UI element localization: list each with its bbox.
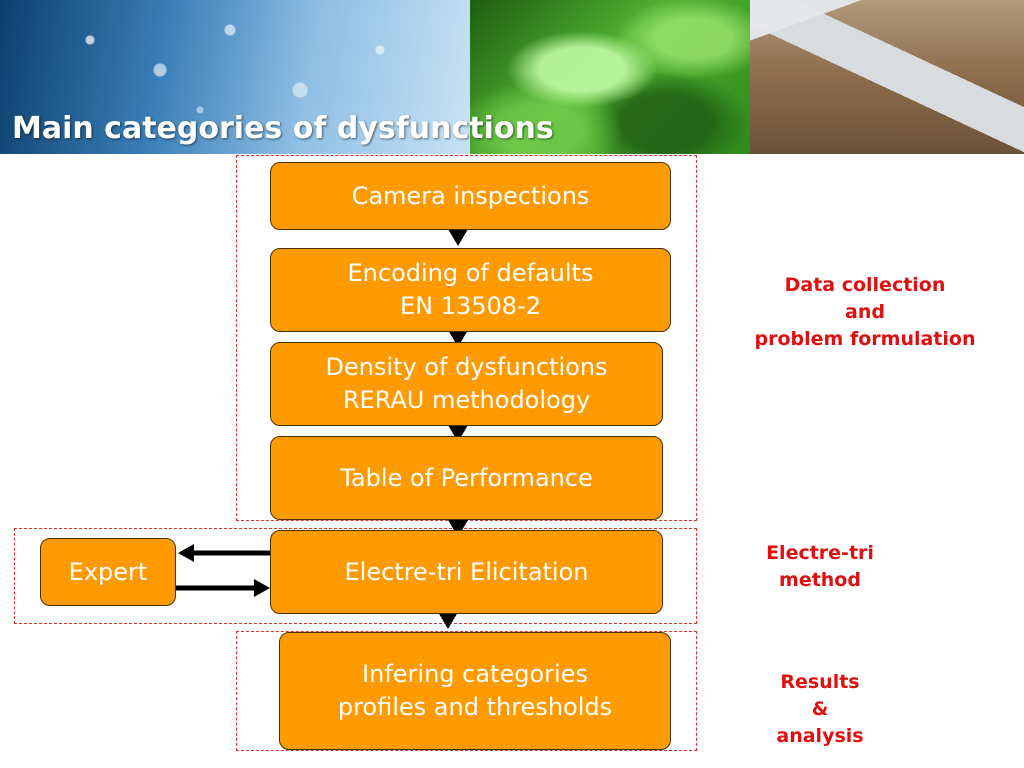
page-title: Main categories of dysfunctions	[12, 111, 554, 146]
arrow-density-to-table	[448, 425, 468, 442]
encoding-defaults-box: Encoding of defaults EN 13508-2	[270, 248, 671, 332]
results-analysis-label: Results & analysis	[776, 671, 864, 747]
header-banner: Main categories of dysfunctions	[0, 0, 1024, 154]
table-performance-box: Table of Performance	[270, 436, 663, 520]
camera-inspections-box: Camera inspections	[270, 162, 671, 230]
expert-box: Expert	[40, 538, 176, 606]
density-dysfunctions-box: Density of dysfunctions RERAU methodolog…	[270, 342, 663, 426]
arrow-encoding-to-density	[448, 330, 468, 347]
electre-elicitation-box: Electre-tri Elicitation	[270, 530, 663, 614]
arrow-expert-to-elicitation-head	[254, 579, 270, 597]
arrow-table-to-elicitation	[448, 520, 468, 537]
data-collection-label: Data collection and problem formulation	[754, 274, 976, 350]
green-bubbles-image	[470, 0, 750, 154]
pipe-trench-image	[750, 0, 1024, 154]
arrow-camera-to-encoding	[448, 229, 468, 246]
electre-tri-method-label: Electre-tri method	[766, 542, 874, 591]
arrow-elicitation-to-infering	[438, 612, 458, 629]
results-zone	[236, 631, 697, 751]
electre-tri-zone	[14, 528, 697, 624]
infering-categories-box: Infering categories profiles and thresho…	[279, 632, 671, 750]
arrow-elicitation-to-expert-head	[178, 544, 194, 562]
water-bubbles-image	[0, 0, 470, 154]
